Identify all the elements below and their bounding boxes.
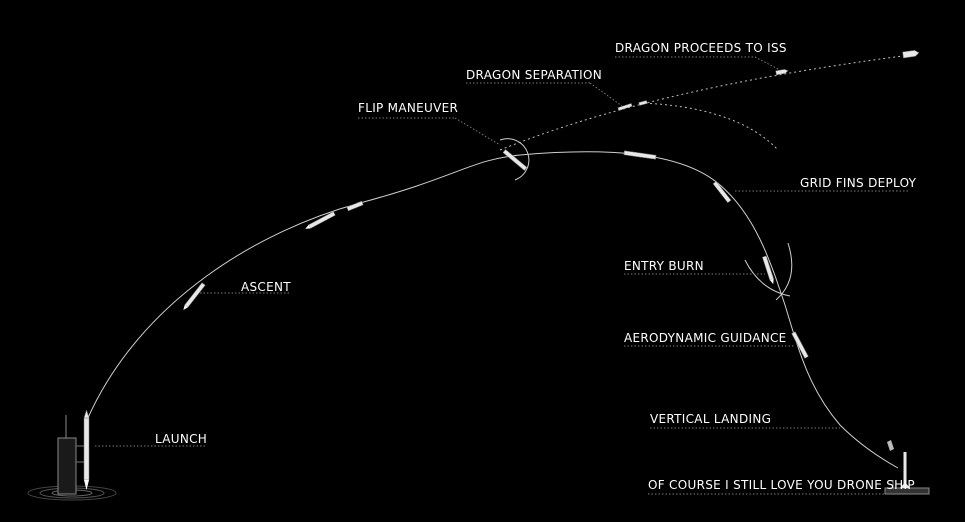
rocket-entry-burn bbox=[762, 255, 774, 285]
rocket-ascent-2 bbox=[305, 211, 336, 229]
rocket-on-pad bbox=[83, 409, 90, 490]
ascent-trajectory bbox=[86, 154, 521, 421]
leader-separation-diag bbox=[589, 82, 623, 107]
label-grid-fins: GRID FINS DEPLOY bbox=[800, 176, 917, 190]
rocket-second-stage bbox=[638, 100, 648, 106]
rocket-ascent-1 bbox=[183, 282, 206, 310]
label-dragon-iss: DRAGON PROCEEDS TO ISS bbox=[615, 41, 787, 55]
label-ascent: ASCENT bbox=[241, 280, 291, 294]
dragon-capsule-small bbox=[775, 69, 789, 76]
dragon-capsule bbox=[902, 50, 920, 59]
rocket-separation bbox=[617, 103, 633, 111]
label-flip-maneuver: FLIP MANEUVER bbox=[358, 101, 458, 115]
second-stage-coast-arc bbox=[639, 102, 779, 151]
label-dragon-separation: DRAGON SEPARATION bbox=[466, 68, 602, 82]
label-drone-ship: OF COURSE I STILL LOVE YOU DRONE SHIP bbox=[648, 478, 915, 492]
leader-iss-diag bbox=[754, 56, 781, 71]
leader-flip-diag bbox=[454, 117, 501, 146]
entry-burn-plume bbox=[744, 242, 793, 301]
rocket-grid-fins bbox=[712, 180, 732, 204]
launch-pad bbox=[27, 415, 117, 501]
rocket-aero-guidance bbox=[791, 331, 809, 359]
flip-maneuver-marker bbox=[499, 138, 530, 181]
launch-tower bbox=[57, 437, 77, 495]
rocket-boostback bbox=[623, 150, 657, 160]
label-aero-guidance: AERODYNAMIC GUIDANCE bbox=[624, 331, 787, 345]
label-entry-burn: ENTRY BURN bbox=[624, 259, 704, 273]
label-vertical-landing: VERTICAL LANDING bbox=[650, 412, 771, 426]
label-launch: LAUNCH bbox=[155, 432, 207, 446]
rocket-ascent-3 bbox=[346, 200, 364, 212]
drone-ship bbox=[884, 440, 930, 495]
